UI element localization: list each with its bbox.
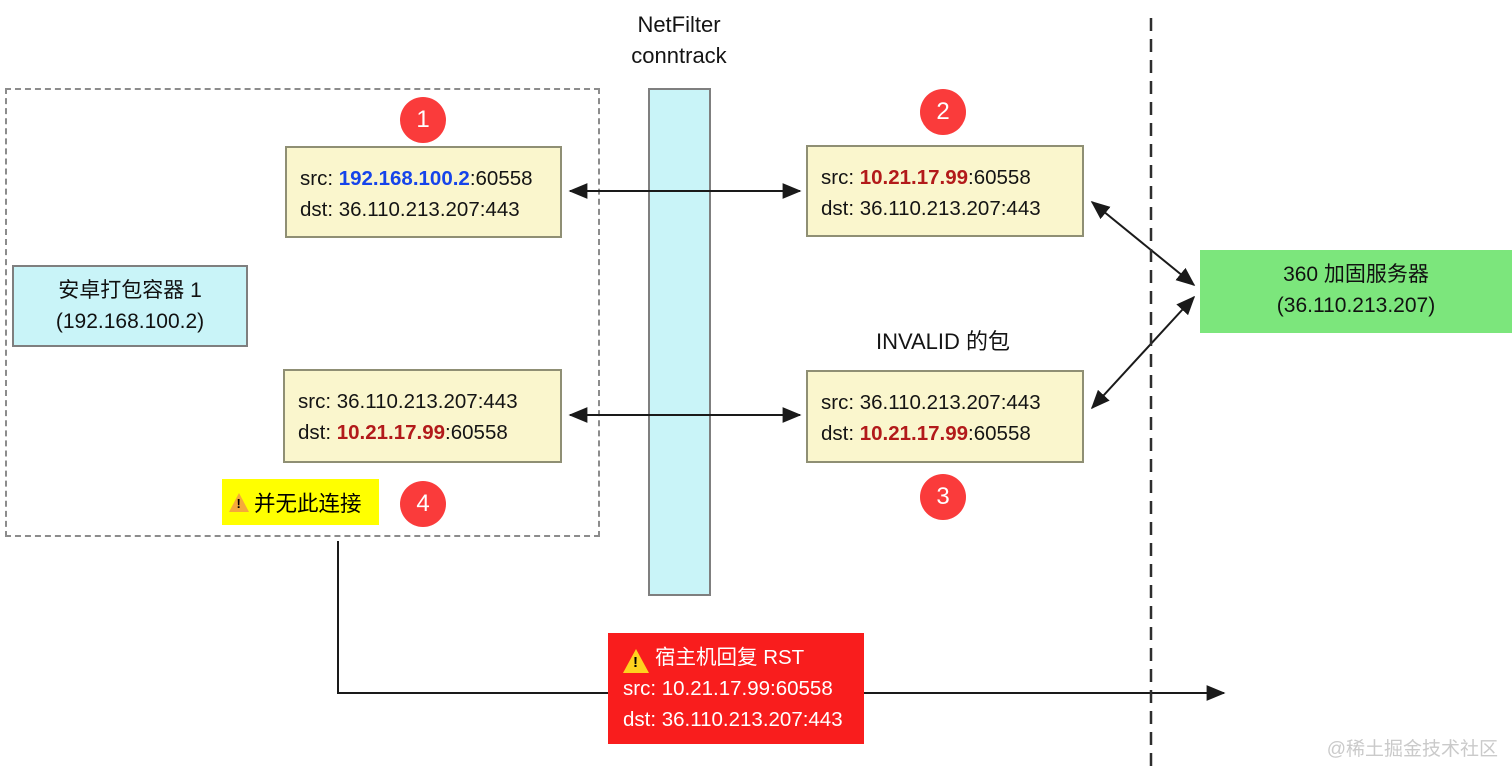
packet-1-dst-line: dst: 36.110.213.207:443 xyxy=(300,198,520,221)
packet-2-dst-line: dst: 36.110.213.207:443 xyxy=(821,197,1041,220)
arrow-packet2-server xyxy=(1090,201,1196,286)
step-badge-4: 4 xyxy=(400,481,446,527)
packet-4-dst-line: dst: 10.21.17.99:60558 xyxy=(298,421,508,444)
arrow-server-packet3 xyxy=(1090,295,1196,410)
packet-box-2: src: 10.21.17.99:60558 dst: 36.110.213.2… xyxy=(806,145,1084,237)
rst-reply-box: ! 宿主机回复 RST src: 10.21.17.99:60558 dst: … xyxy=(608,633,864,744)
step-badge-2: 2 xyxy=(920,89,966,135)
packet-2-dst-ip: 36.110.213.207 xyxy=(859,197,1001,220)
packet-2-src-line: src: 10.21.17.99:60558 xyxy=(821,166,1031,189)
android-container-label: 安卓打包容器 1 (192.168.100.2) xyxy=(12,265,248,347)
packet-box-1: src: 192.168.100.2:60558 dst: 36.110.213… xyxy=(285,146,562,238)
packet-1-src-line: src: 192.168.100.2:60558 xyxy=(300,167,533,190)
step-badge-3: 3 xyxy=(920,474,966,520)
packet-4-src-ip: 36.110.213.207 xyxy=(336,390,478,413)
packet-box-4: src: 36.110.213.207:443 dst: 10.21.17.99… xyxy=(283,369,562,463)
container-ip: (192.168.100.2) xyxy=(55,310,205,333)
diagram-title: NetFilter conntrack xyxy=(554,9,804,71)
packet-1-dst-ip: 36.110.213.207 xyxy=(338,198,480,221)
packet-3-src-ip: 36.110.213.207 xyxy=(859,391,1001,414)
container-name: 安卓打包容器 1 xyxy=(58,279,202,302)
invalid-packet-caption: INVALID 的包 xyxy=(875,329,1011,354)
no-connection-warning: ! 并无此连接 xyxy=(222,479,379,525)
step-badge-1: 1 xyxy=(400,97,446,143)
packet-box-3: src: 36.110.213.207:443 dst: 10.21.17.99… xyxy=(806,370,1084,463)
warning-triangle-icon: ! xyxy=(623,649,649,673)
conntrack-bar xyxy=(648,88,711,596)
packet-3-src-line: src: 36.110.213.207:443 xyxy=(821,391,1041,414)
server-360-label: 360 加固服务器 (36.110.213.207) xyxy=(1200,250,1512,333)
packet-1-src-ip: 192.168.100.2 xyxy=(338,167,470,190)
rst-title-text: 宿主机回复 RST xyxy=(655,646,805,669)
warning-triangle-icon: ! xyxy=(229,492,249,512)
packet-3-dst-line: dst: 10.21.17.99:60558 xyxy=(821,422,1031,445)
title-line-1: NetFilter xyxy=(637,12,721,37)
server-ip: (36.110.213.207) xyxy=(1276,294,1436,317)
rst-title-line: ! 宿主机回复 RST xyxy=(623,642,864,673)
watermark: @稀土掘金技术社区 xyxy=(1326,739,1498,760)
no-connection-text: 并无此连接 xyxy=(254,491,362,516)
packet-4-dst-ip: 10.21.17.99 xyxy=(336,421,446,444)
host-boundary-dashed-box xyxy=(5,88,600,537)
title-line-2: conntrack xyxy=(631,43,727,68)
packet-4-src-line: src: 36.110.213.207:443 xyxy=(298,390,518,413)
rst-dst-line: dst: 36.110.213.207:443 xyxy=(623,708,843,731)
rst-src-line: src: 10.21.17.99:60558 xyxy=(623,677,833,700)
packet-3-dst-ip: 10.21.17.99 xyxy=(859,422,969,445)
server-name: 360 加固服务器 xyxy=(1283,263,1429,286)
packet-2-src-ip: 10.21.17.99 xyxy=(859,166,969,189)
